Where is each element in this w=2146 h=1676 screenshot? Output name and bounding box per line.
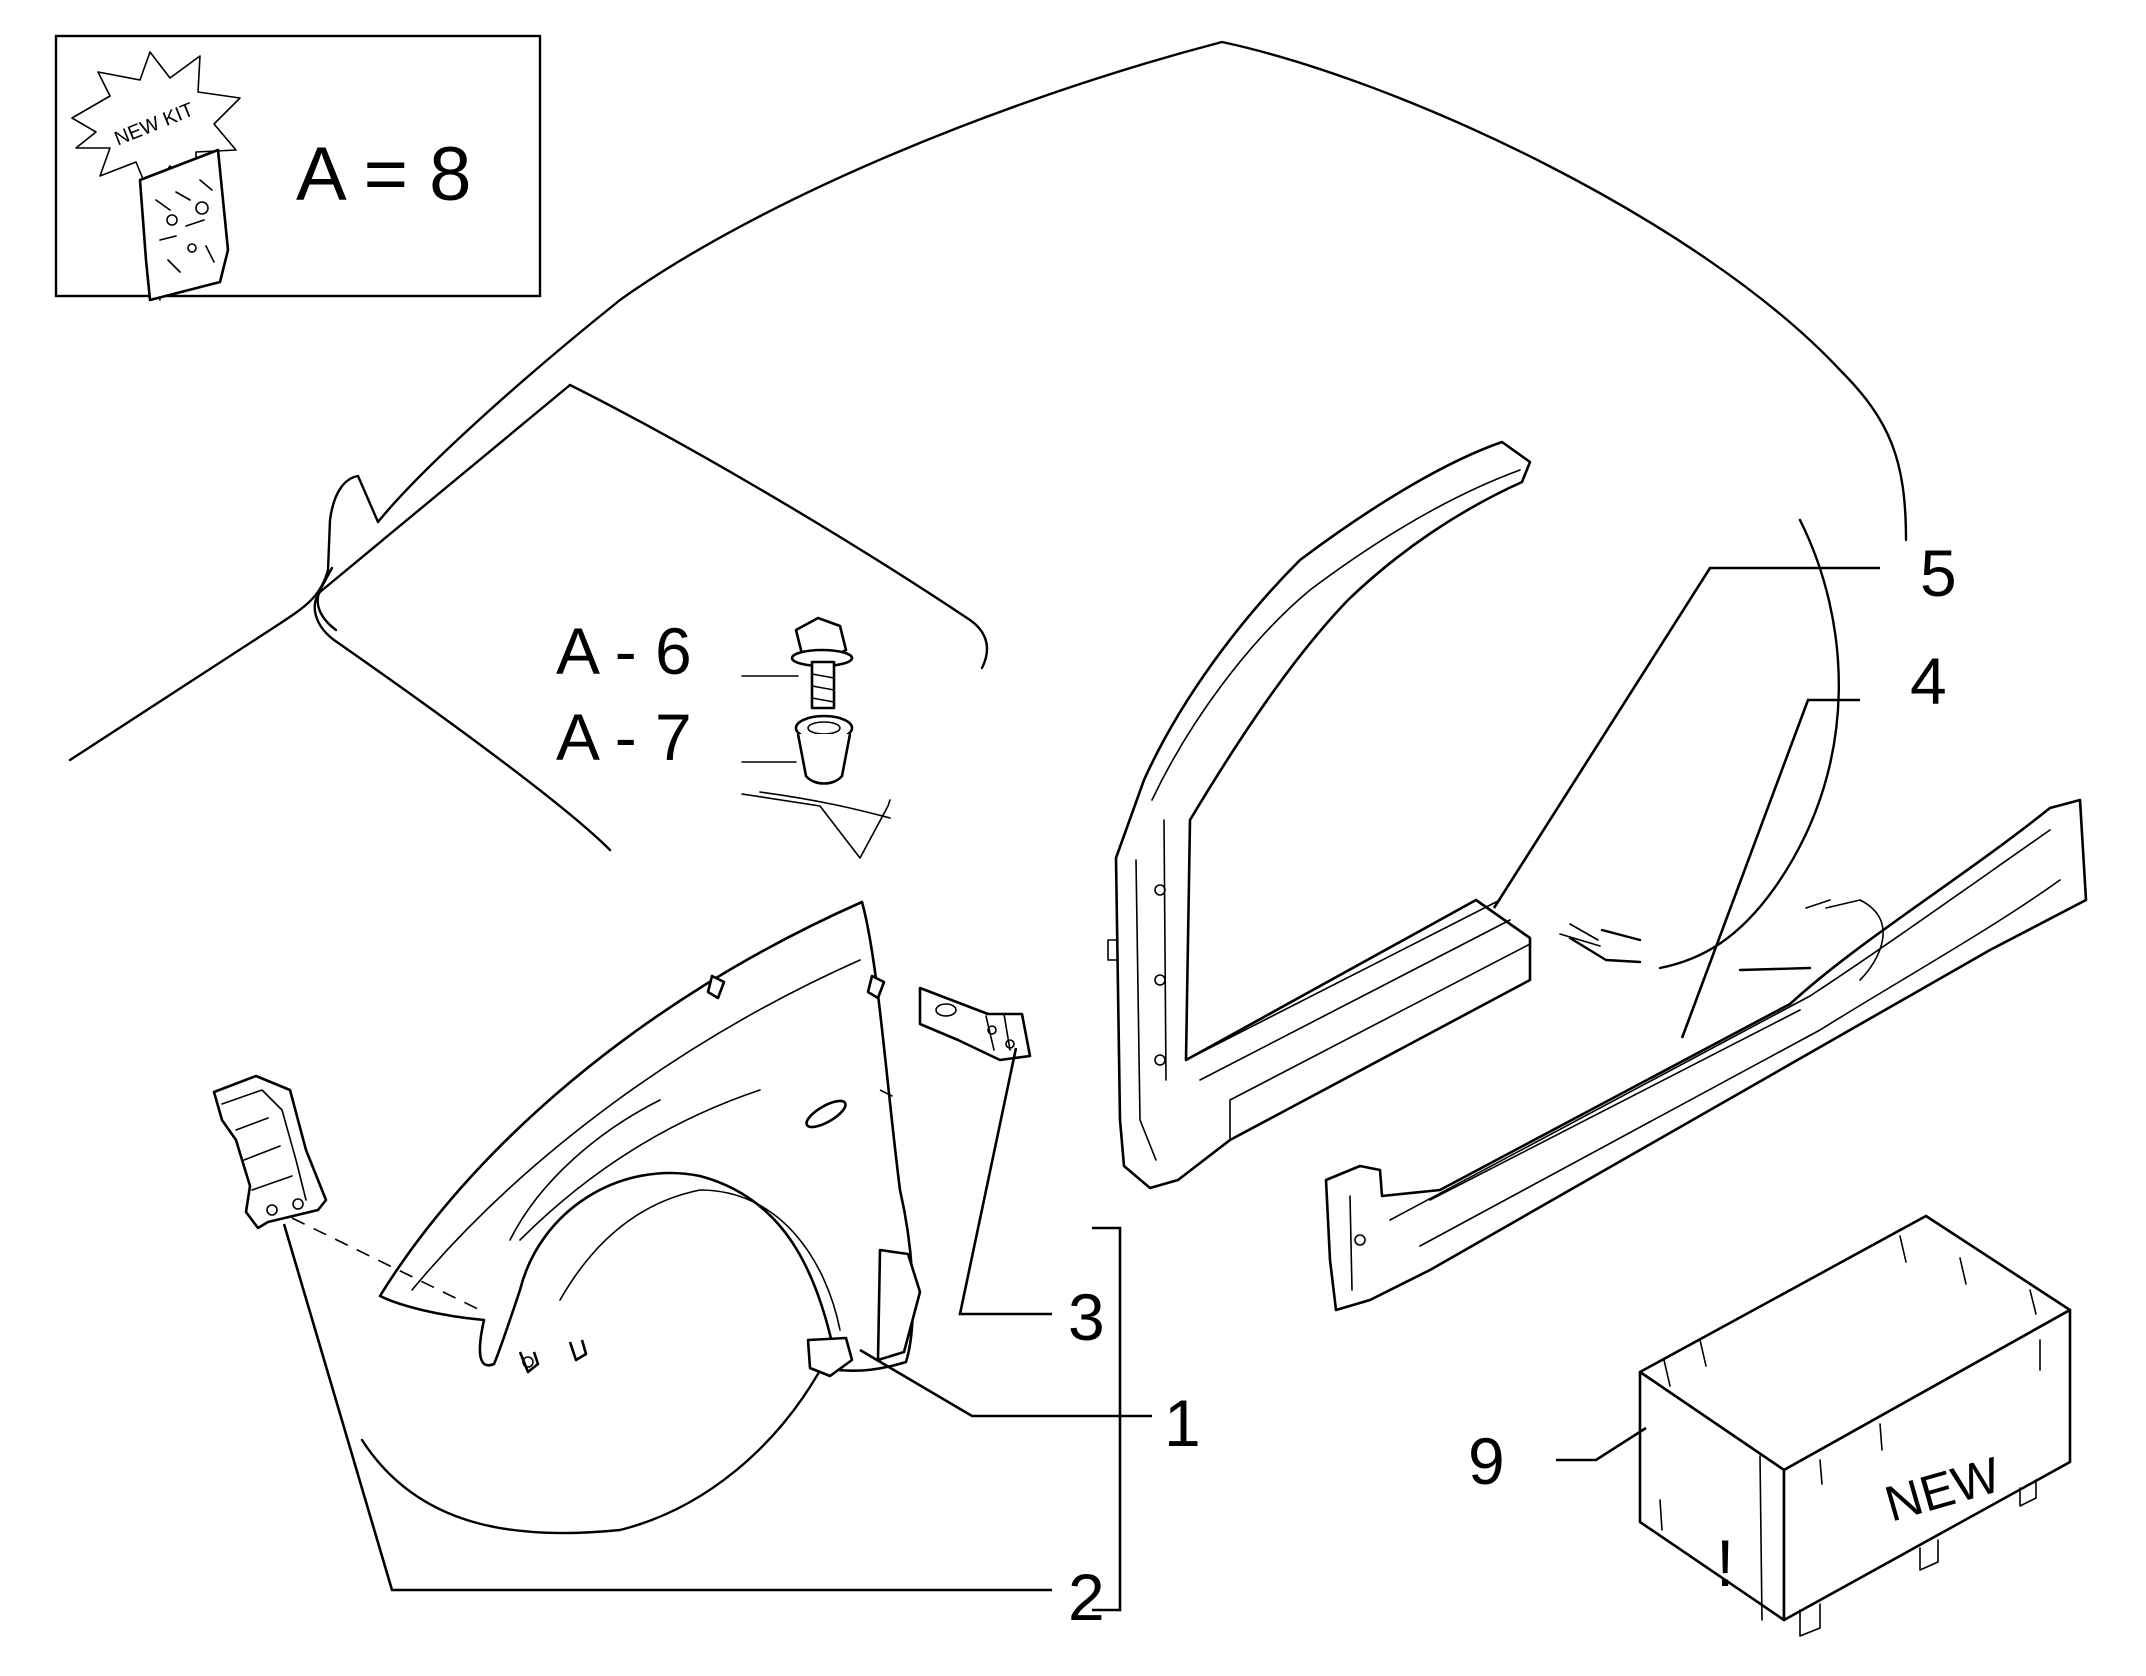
kit-equation: A = 8 bbox=[296, 132, 471, 217]
callout-2: 2 bbox=[1068, 1560, 1105, 1634]
leader-lines bbox=[282, 566, 1880, 1612]
screw-part bbox=[741, 616, 854, 710]
screw-callout-label: A - 6 bbox=[556, 614, 692, 688]
rocker-part bbox=[1324, 798, 2088, 1312]
callout-9: 9 bbox=[1468, 1424, 1505, 1498]
callout-1: 1 bbox=[1164, 1386, 1201, 1460]
car-body-outline bbox=[68, 40, 1908, 1535]
pillar-part bbox=[1107, 440, 1532, 1190]
callout-3: 3 bbox=[1068, 1280, 1105, 1354]
callout-5: 5 bbox=[1920, 536, 1957, 610]
new-kit-bag-icon bbox=[71, 51, 241, 302]
shipping-crate-part bbox=[1638, 1214, 2072, 1637]
fastener-pointer-lines bbox=[741, 793, 891, 859]
fender-bracket-part bbox=[212, 1074, 481, 1311]
small-bracket-part bbox=[918, 986, 1032, 1062]
crate-symbol: ! bbox=[1716, 1526, 1734, 1600]
clip-part bbox=[741, 714, 854, 785]
clip-callout-label: A - 7 bbox=[556, 700, 692, 774]
callout-4: 4 bbox=[1910, 644, 1947, 718]
kit-legend: NEW KIT A = 8 bbox=[54, 34, 542, 302]
front-fender-part bbox=[378, 900, 922, 1378]
